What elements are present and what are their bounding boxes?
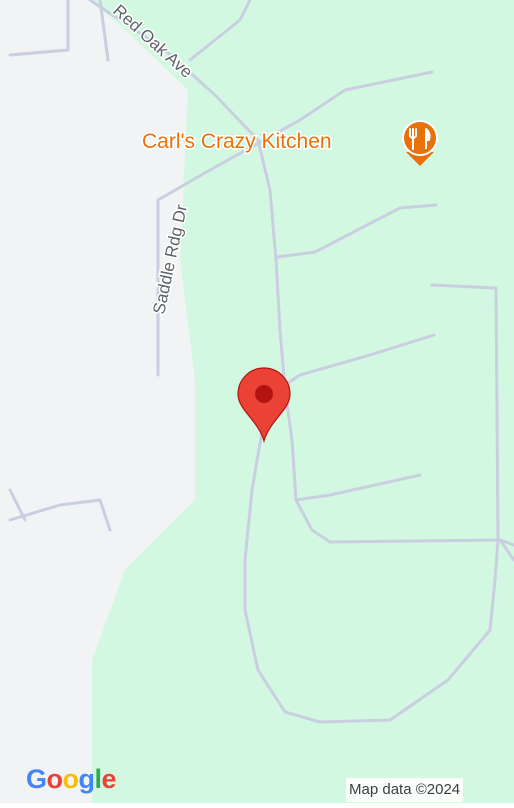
restaurant-icon[interactable] bbox=[402, 120, 438, 166]
knife-icon bbox=[425, 128, 431, 149]
logo-letter: g bbox=[78, 764, 96, 794]
saddle-rdg-dr-road bbox=[156, 70, 434, 377]
poi-label[interactable]: Carl's Crazy Kitchen bbox=[141, 129, 334, 155]
google-logo[interactable]: Google bbox=[26, 764, 117, 795]
location-pin-body bbox=[237, 367, 291, 444]
road-grey-north bbox=[8, 0, 70, 57]
road-west-stub bbox=[8, 498, 112, 532]
logo-letter: e bbox=[101, 764, 117, 794]
road-east-3 bbox=[294, 473, 422, 502]
road-east-loop bbox=[430, 283, 500, 542]
logo-letter: l bbox=[94, 764, 103, 794]
road-east-1 bbox=[276, 203, 438, 259]
road-east-2 bbox=[283, 333, 436, 387]
road-north-branch bbox=[188, 0, 252, 62]
location-pin-icon[interactable] bbox=[237, 367, 291, 444]
logo-letter: o bbox=[62, 764, 80, 794]
restaurant-icon-tail bbox=[406, 152, 434, 166]
location-pin-dot bbox=[255, 385, 273, 403]
logo-letter: o bbox=[46, 764, 64, 794]
restaurant-icon-badge bbox=[402, 120, 438, 156]
fork-icon bbox=[409, 128, 417, 150]
road-grey-branch bbox=[98, 0, 110, 62]
road-east-edge bbox=[498, 538, 514, 547]
road-west-stub-2 bbox=[8, 488, 27, 522]
park-area bbox=[88, 0, 514, 803]
road-south-loop bbox=[243, 418, 500, 724]
red-oak-ave-road bbox=[88, 0, 514, 562]
logo-letter: G bbox=[26, 764, 47, 794]
map-attribution[interactable]: Map data ©2024 bbox=[346, 778, 464, 802]
